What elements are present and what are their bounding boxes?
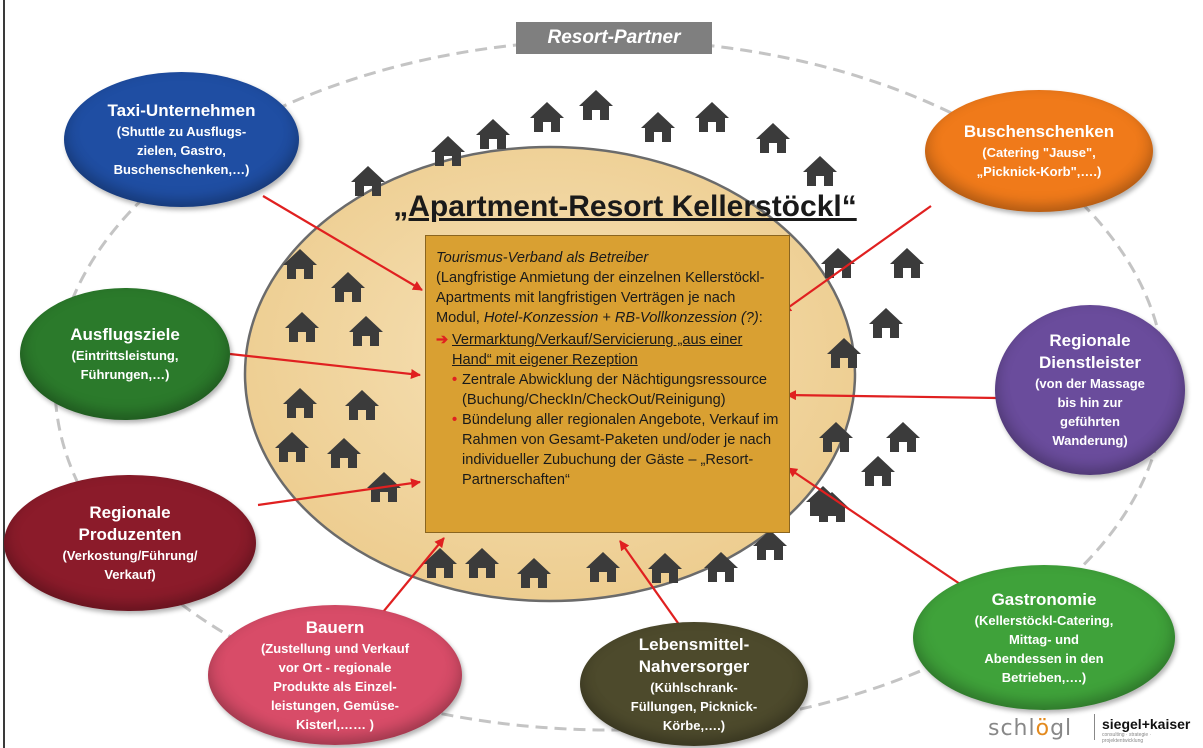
main-title: „Apartment-Resort Kellerstöckl“ <box>393 190 857 223</box>
house-icon <box>283 249 317 279</box>
house-icon <box>423 548 457 578</box>
vermarktung-text: Vermarktung/Verkauf/Servicierung „aus ei… <box>452 332 743 368</box>
house-icon <box>886 422 920 452</box>
house-icon <box>285 312 319 342</box>
house-icon <box>431 136 465 166</box>
house-icon <box>476 119 510 149</box>
bullet-text: Bündelung aller regionalen Angebote, Ver… <box>462 412 779 488</box>
partner-buschenschenken: Buschenschenken (Catering "Jause", „Pick… <box>925 90 1153 212</box>
connector-arrow <box>781 205 932 313</box>
bullet-dot-icon: • <box>452 372 458 388</box>
partner-description: (von der Massage bis hin zur geführten W… <box>1035 376 1145 448</box>
house-icon <box>586 552 620 582</box>
logos: schlögl siegel+kaiser consulting · strat… <box>988 712 1191 744</box>
connector-arrow <box>262 195 423 291</box>
house-icon <box>869 308 903 338</box>
connector-arrow <box>257 478 421 507</box>
house-icon <box>753 530 787 560</box>
house-icon <box>275 432 309 462</box>
connector-arrow <box>229 352 421 379</box>
operator-line-2: Apartments mit langfristigen Verträgen j… <box>436 290 736 306</box>
partner-title: Regionale Dienstleister <box>1038 331 1142 372</box>
vermarktung-line: ➔ Vermarktung/Verkauf/Servicierung „aus … <box>436 330 781 370</box>
partner-title: Ausflugsziele <box>70 325 180 344</box>
house-icon <box>579 90 613 120</box>
operator-line-3: Modul, Hotel-Konzession + RB-Vollkonzess… <box>436 310 763 326</box>
red-arrow-icon: ➔ <box>436 332 449 348</box>
arrows-group <box>229 195 998 641</box>
partner-title: Lebensmittel- Nahversorger <box>638 634 750 676</box>
bullet-subtext: (Buchung/CheckIn/CheckOut/Reinigung) <box>462 392 726 408</box>
house-icon <box>695 102 729 132</box>
house-icon <box>517 558 551 588</box>
partner-taxi-unternehmen: Taxi-Unternehmen (Shuttle zu Ausflugs- z… <box>64 72 299 207</box>
house-icon <box>465 548 499 578</box>
partner-title: Regionale Produzenten <box>78 503 182 544</box>
house-icon <box>345 390 379 420</box>
partner-title: Buschenschenken <box>963 122 1115 141</box>
house-icon <box>349 316 383 346</box>
partner-description: (Verkostung/Führung/ Verkauf) <box>62 548 198 582</box>
house-icon <box>821 248 855 278</box>
bullet-dot-icon: • <box>452 412 458 428</box>
house-icon <box>641 112 675 142</box>
partner-description: (Kühlschrank- Füllungen, Picknick- Körbe… <box>630 679 758 733</box>
operator-line-1: (Langfristige Anmietung der einzelnen Ke… <box>436 270 765 286</box>
partner-regionale-produzenten: Regionale Produzenten (Verkostung/Führun… <box>4 475 256 611</box>
bullet-item: • Zentrale Abwicklung der Nächtigungsres… <box>436 370 781 410</box>
center-operator-box: Tourismus-Verband als Betreiber (Langfri… <box>425 235 790 533</box>
logo-divider <box>1094 714 1095 740</box>
house-icon <box>819 422 853 452</box>
house-icon <box>530 102 564 132</box>
bullet-text: Zentrale Abwicklung der Nächtigungsresso… <box>462 372 768 388</box>
partner-description: (Catering "Jause", „Picknick-Korb",….) <box>976 145 1102 179</box>
house-icon <box>648 553 682 583</box>
house-icon <box>890 248 924 278</box>
house-icon <box>331 272 365 302</box>
house-icon <box>827 338 861 368</box>
siegel-kaiser-tagline: consulting · strategie · projektentwickl… <box>1102 732 1152 744</box>
partner-bauern: Bauern (Zustellung und Verkauf vor Ort -… <box>208 605 462 745</box>
partner-gastronomie: Gastronomie (Kellerstöckl-Catering, Mitt… <box>913 565 1175 710</box>
house-icon <box>327 438 361 468</box>
partner-description: (Shuttle zu Ausflugs- zielen, Gastro, Bu… <box>113 124 250 177</box>
house-icon <box>861 456 895 486</box>
partner-lebensmittel-nahversorger: Lebensmittel- Nahversorger (Kühlschrank-… <box>580 622 808 746</box>
left-border-rule <box>3 0 5 748</box>
house-icon <box>351 166 385 196</box>
house-icon <box>756 123 790 153</box>
connector-arrow <box>786 390 998 401</box>
partner-title: Bauern <box>305 617 365 637</box>
house-icon <box>283 388 317 418</box>
partner-regionale-dienstleister: Regionale Dienstleister (von der Massage… <box>995 305 1185 475</box>
house-icon <box>803 156 837 186</box>
concession-text: Hotel-Konzession + RB-Vollkonzession (?) <box>483 310 759 326</box>
partner-title: Taxi-Unternehmen <box>107 101 256 120</box>
resort-partner-tag: Resort-Partner <box>516 22 712 54</box>
schloegl-logo: schlögl <box>988 716 1073 741</box>
partner-title: Gastronomie <box>991 589 1097 609</box>
connector-arrow <box>787 467 961 585</box>
houses-group <box>275 90 924 588</box>
house-icon <box>704 552 738 582</box>
bullet-item: • Bündelung aller regionalen Angebote, V… <box>436 410 781 490</box>
partner-ausflugsziele: Ausflugsziele (Eintrittsleistung, Führun… <box>20 288 230 420</box>
partner-description: (Eintrittsleistung, Führungen,…) <box>71 348 179 382</box>
partner-description: (Kellerstöckl-Catering, Mittag- und Aben… <box>974 612 1114 685</box>
operator-heading: Tourismus-Verband als Betreiber <box>436 250 649 266</box>
house-icon <box>806 486 840 516</box>
siegel-kaiser-logo: siegel+kaiser <box>1102 716 1191 732</box>
partner-description: (Zustellung und Verkauf vor Ort - region… <box>260 640 410 732</box>
